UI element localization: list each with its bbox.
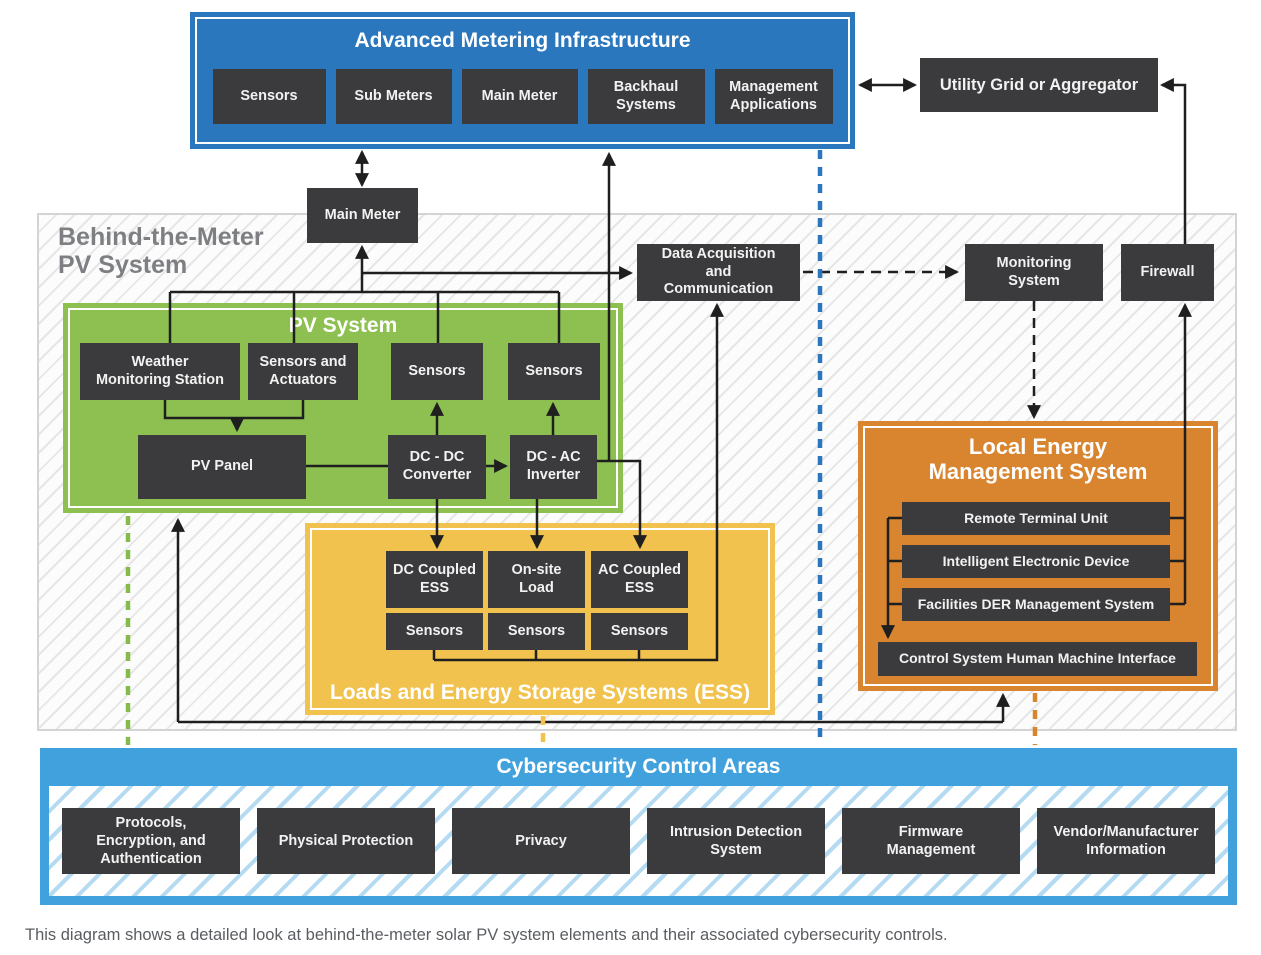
ess-sensors-box-1: Sensors bbox=[386, 613, 483, 650]
data-acquisition-box: Data Acquisition and Communication bbox=[637, 244, 800, 301]
box-label: Management Applications bbox=[729, 78, 818, 113]
cyber-item-vendor-manufacturer-information: Vendor/Manufacturer Information bbox=[1037, 808, 1215, 874]
ami-item-sensors: Sensors bbox=[212, 69, 326, 124]
figure-caption: This diagram shows a detailed look at be… bbox=[25, 926, 948, 944]
dc-ac-inverter-box: DC - AC Inverter bbox=[510, 435, 597, 499]
ess-sensors-box-3: Sensors bbox=[591, 613, 688, 650]
behind-the-meter-label-line2: PV System bbox=[58, 250, 188, 279]
arrow-dcac-to-ac-ess bbox=[597, 459, 647, 550]
box-label: Weather Monitoring Station bbox=[95, 353, 225, 388]
ess-sensors-box-2: Sensors bbox=[488, 613, 585, 650]
intelligent-electronic-device-box: Intelligent Electronic Device bbox=[902, 545, 1170, 578]
box-label: Control System Human Machine Interface bbox=[899, 650, 1176, 667]
ami-items-row: Sensors Sub Meters Main Meter Backhaul S… bbox=[190, 69, 855, 124]
behind-the-meter-label-line1: Behind-the-Meter bbox=[58, 223, 264, 251]
lems-left-stubs bbox=[888, 516, 902, 606]
ami-group: Advanced Metering Infrastructure Sensors… bbox=[190, 12, 855, 149]
pv-sensors-ac-box: Sensors bbox=[508, 343, 600, 400]
box-label: Main Meter bbox=[481, 87, 558, 104]
box-label: On-site Load bbox=[511, 561, 562, 596]
box-label: Sensors bbox=[405, 622, 464, 639]
behind-the-meter-label: Behind-the-Meter PV System bbox=[58, 223, 264, 279]
box-label: Sensors and Actuators bbox=[259, 353, 347, 388]
box-label: Physical Protection bbox=[278, 832, 414, 849]
box-label: Sensors bbox=[610, 622, 669, 639]
ess-sensor-stubs bbox=[432, 650, 641, 660]
box-label: Sensors bbox=[507, 622, 566, 639]
pv-system-title-text: PV System bbox=[288, 314, 398, 337]
box-label: DC - DC Converter bbox=[402, 449, 472, 483]
cybersecurity-group: Cybersecurity Control Areas Protocols, E… bbox=[40, 748, 1237, 905]
box-label: Sensors bbox=[408, 362, 466, 379]
ami-item-sub-meters: Sub Meters bbox=[335, 69, 452, 124]
box-label: Sensors bbox=[240, 87, 298, 104]
pv-sensors-dc-box: Sensors bbox=[391, 343, 483, 400]
ami-item-main-meter: Main Meter bbox=[461, 69, 578, 124]
box-label: Sub Meters bbox=[354, 87, 433, 104]
box-label: Data Acquisition and Communication bbox=[661, 245, 776, 298]
ami-item-management-applications: Management Applications bbox=[714, 69, 833, 124]
box-label: Facilities DER Management System bbox=[917, 595, 1155, 612]
power-and-data-connectors bbox=[163, 78, 1192, 724]
cyber-item-physical-protection: Physical Protection bbox=[257, 808, 435, 874]
dc-dc-converter-box: DC - DC Converter bbox=[388, 435, 486, 499]
weather-monitoring-station-box: Weather Monitoring Station bbox=[80, 343, 240, 400]
box-label: Sensors bbox=[525, 362, 583, 379]
control-system-hmi-box: Control System Human Machine Interface bbox=[878, 642, 1197, 676]
weather-actuators-bracket bbox=[163, 400, 305, 420]
cyber-item-intrusion-detection-system: Intrusion Detection System bbox=[647, 808, 825, 874]
dc-coupled-ess-box: DC Coupled ESS bbox=[386, 551, 483, 608]
box-label: Privacy bbox=[515, 832, 567, 849]
firewall-box: Firewall bbox=[1121, 244, 1214, 301]
box-label: Monitoring System bbox=[996, 254, 1072, 289]
lems-title: Local Energy Management System bbox=[858, 434, 1218, 485]
box-label: AC Coupled ESS bbox=[598, 561, 681, 596]
utility-grid-box: Utility Grid or Aggregator bbox=[920, 58, 1158, 112]
box-label: Utility Grid or Aggregator bbox=[939, 75, 1139, 94]
main-meter-box: Main Meter bbox=[307, 188, 418, 243]
cyber-item-privacy: Privacy bbox=[452, 808, 630, 874]
cyber-item-firmware-management: Firmware Management bbox=[842, 808, 1020, 874]
box-label: Remote Terminal Unit bbox=[964, 509, 1108, 526]
box-label: Vendor/Manufacturer Information bbox=[1053, 823, 1199, 858]
lems-title-text: Local Energy Management System bbox=[928, 434, 1148, 485]
monitoring-system-box: Monitoring System bbox=[965, 244, 1103, 301]
box-label: Firewall bbox=[1140, 263, 1195, 280]
box-label: Firmware Management bbox=[886, 823, 976, 858]
cybersecurity-items-row: Protocols, Encryption, and Authenticatio… bbox=[49, 786, 1228, 896]
cybersecurity-link-lines bbox=[125, 150, 1038, 745]
box-label: Intelligent Electronic Device bbox=[942, 552, 1130, 569]
ami-item-backhaul-systems: Backhaul Systems bbox=[587, 69, 705, 124]
ami-title: Advanced Metering Infrastructure bbox=[190, 29, 855, 53]
loads-ess-title: Loads and Energy Storage Systems (ESS) bbox=[305, 681, 775, 705]
box-label: Protocols, Encryption, and Authenticatio… bbox=[96, 814, 206, 868]
remote-terminal-unit-box: Remote Terminal Unit bbox=[902, 502, 1170, 535]
box-label: Intrusion Detection System bbox=[669, 823, 803, 858]
pv-top-bus-drops bbox=[168, 292, 561, 344]
cyber-item-protocols-encryption-authentication: Protocols, Encryption, and Authenticatio… bbox=[62, 808, 240, 874]
box-label: DC - AC Inverter bbox=[526, 449, 581, 483]
loads-ess-title-text: Loads and Energy Storage Systems (ESS) bbox=[329, 680, 751, 704]
cybersecurity-title: Cybersecurity Control Areas bbox=[40, 755, 1237, 779]
cybersecurity-title-text: Cybersecurity Control Areas bbox=[496, 755, 781, 778]
sensors-and-actuators-box: Sensors and Actuators bbox=[248, 343, 358, 400]
lems-right-stubs bbox=[1170, 516, 1185, 606]
box-label: Backhaul Systems bbox=[613, 78, 679, 113]
box-label: DC Coupled ESS bbox=[393, 561, 476, 596]
ac-coupled-ess-box: AC Coupled ESS bbox=[591, 551, 688, 608]
pv-panel-box: PV Panel bbox=[138, 435, 306, 499]
ami-title-text: Advanced Metering Infrastructure bbox=[354, 29, 691, 52]
arrow-ess-sensors-to-daq bbox=[434, 302, 724, 662]
box-label: PV Panel bbox=[190, 458, 254, 475]
arrow-firewall-utility-grid bbox=[1159, 78, 1187, 244]
box-label: Main Meter bbox=[324, 206, 401, 223]
onsite-load-box: On-site Load bbox=[488, 551, 585, 608]
pv-system-title: PV System bbox=[63, 314, 623, 338]
facilities-der-management-box: Facilities DER Management System bbox=[902, 588, 1170, 621]
